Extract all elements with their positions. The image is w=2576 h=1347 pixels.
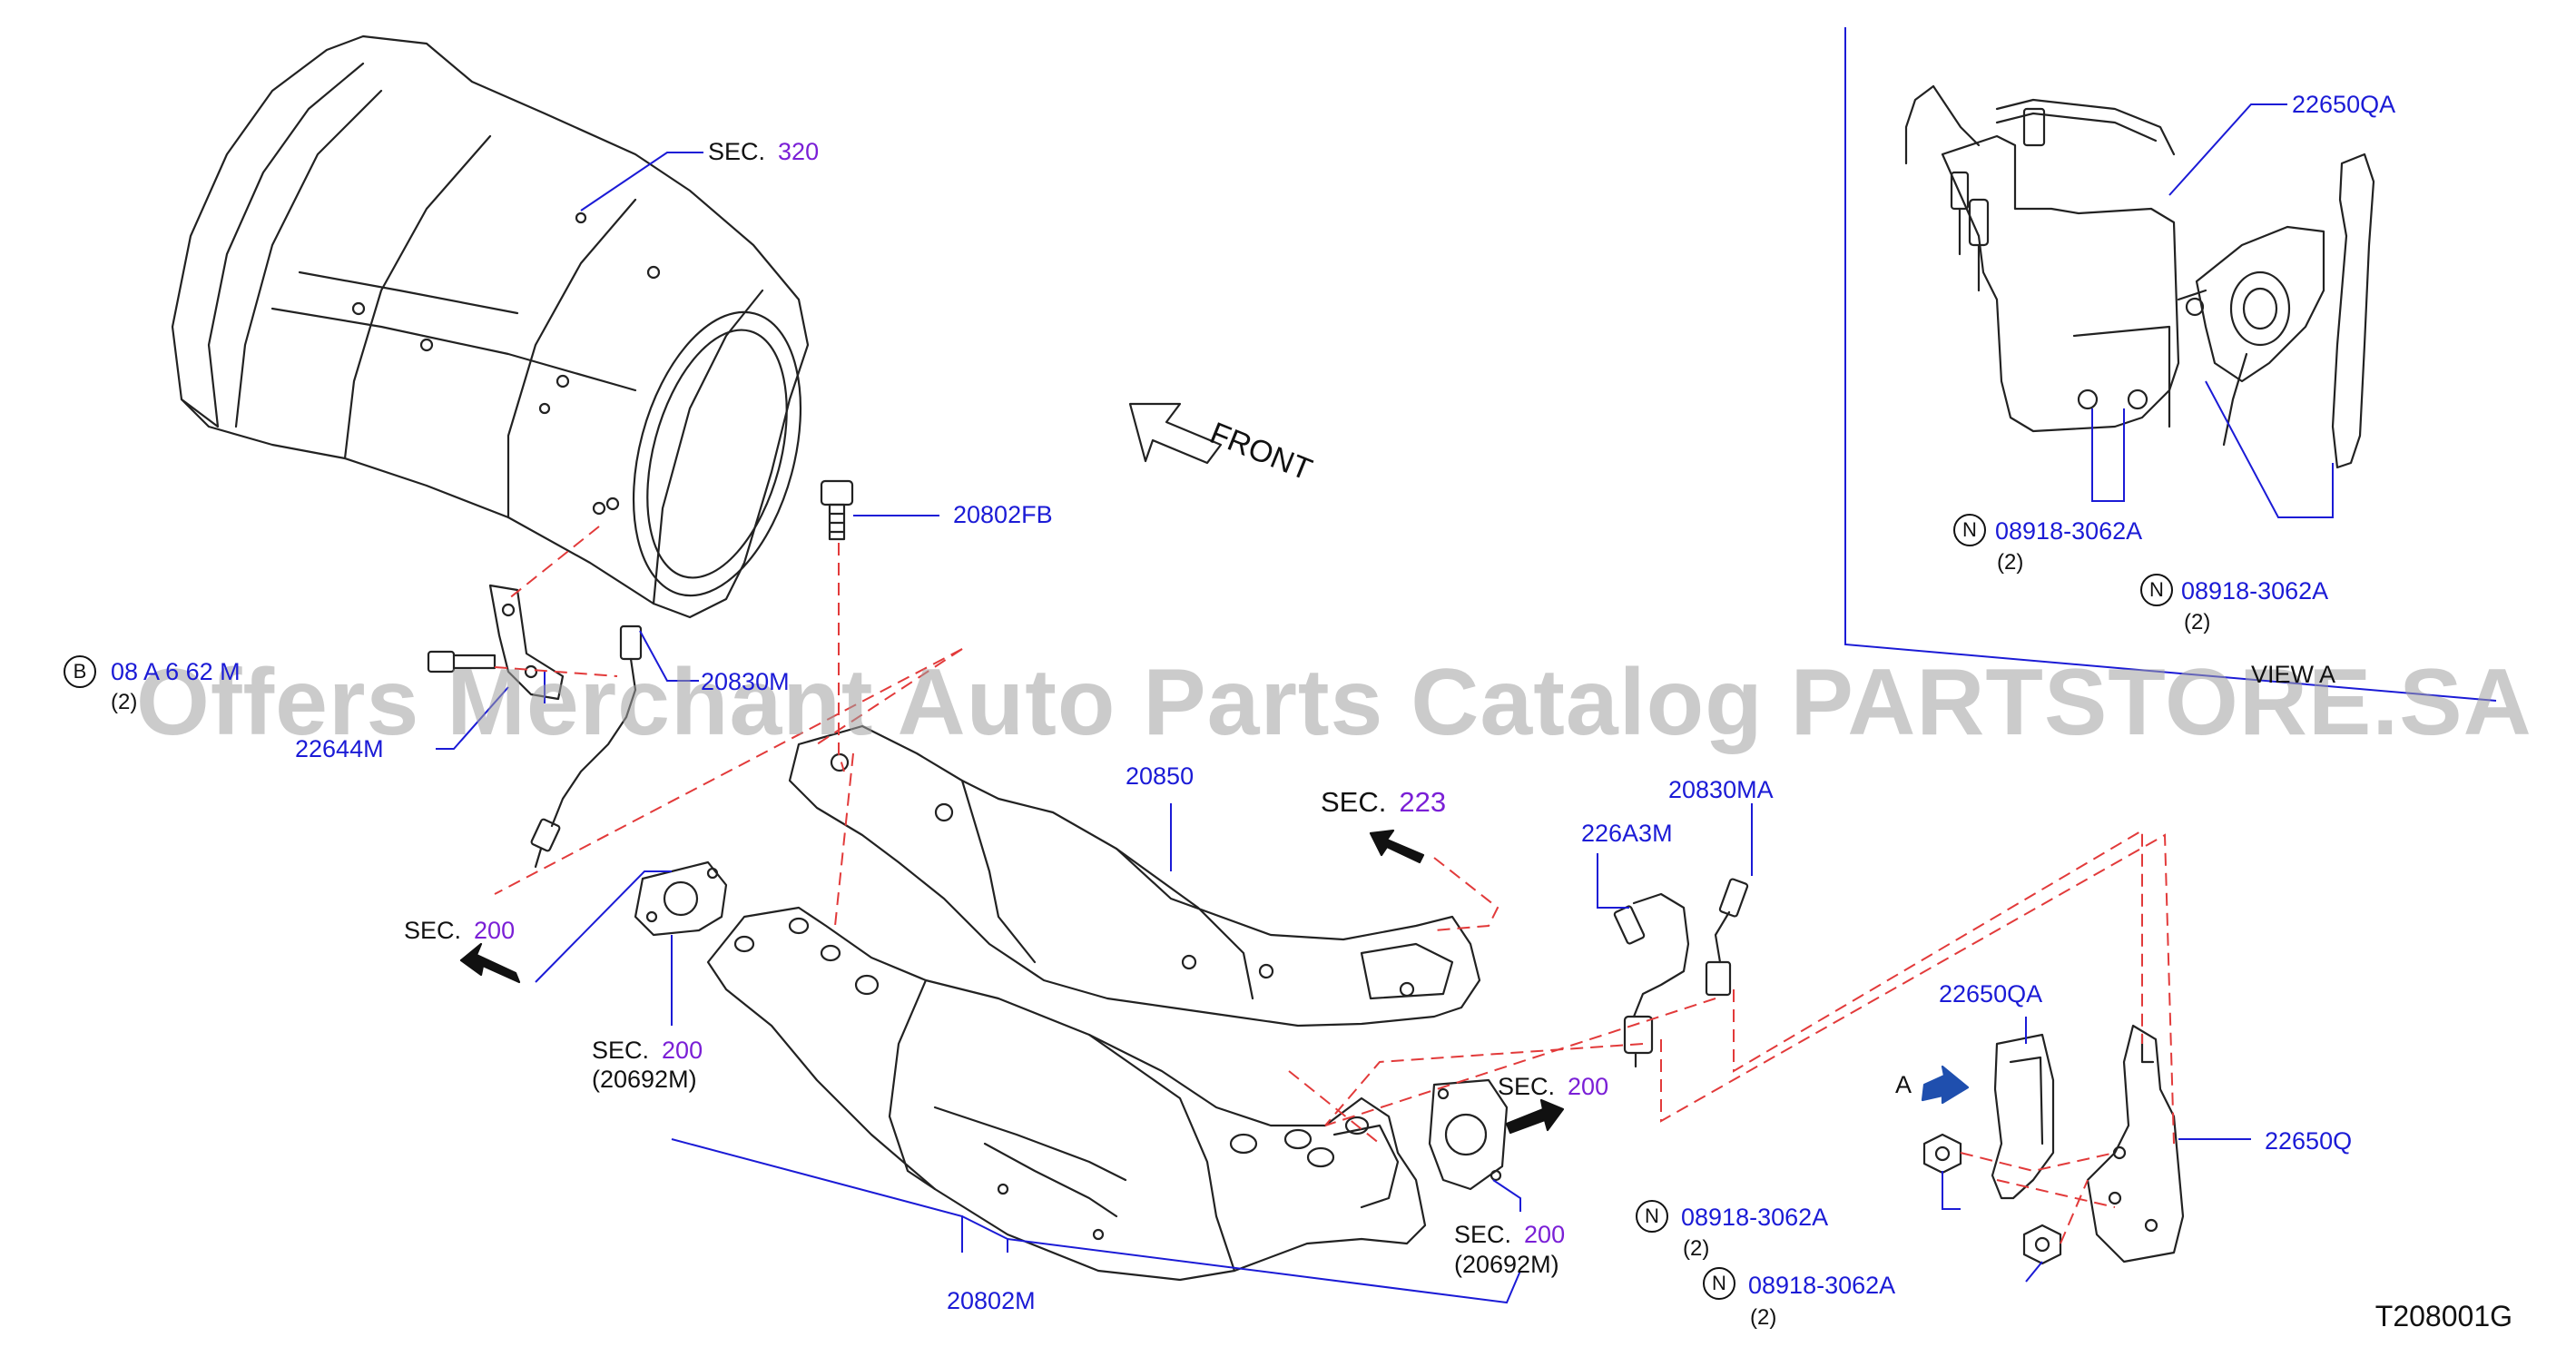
view-a-label: VIEW A [2251, 661, 2336, 688]
part-22644m-label[interactable]: 22644M [295, 735, 384, 762]
oxygen-sensor-20830m [530, 624, 643, 869]
n-circle-icon: N [2140, 574, 2173, 606]
view-a-arrow-label: A [1895, 1071, 1912, 1098]
sec-223-arrow [1369, 829, 1425, 864]
sec-223-label[interactable]: SEC. 223 [1321, 786, 1446, 819]
n-circle-icon: N [1636, 1200, 1668, 1233]
gasket-right [1428, 1078, 1509, 1191]
part-22650qa-bottom-label[interactable]: 22650QA [1939, 980, 2043, 1008]
bolt-20802fb [820, 479, 854, 541]
sec-number: 200 [662, 1037, 703, 1064]
sec-320-label[interactable]: SEC. 320 [708, 138, 819, 166]
part-b-bolt-label[interactable]: 08 A 6 62 M [111, 658, 241, 685]
sec-text: SEC. [404, 917, 462, 944]
part-20830m-label[interactable]: 20830M [701, 668, 790, 695]
sec-200-left-label[interactable]: SEC. 200 [404, 917, 515, 945]
sec-text: SEC. [1454, 1221, 1512, 1248]
gasket-left [634, 860, 728, 937]
part-08918-b1-label[interactable]: 08918-3062A [1681, 1204, 1829, 1231]
part-08918-b2-label[interactable]: 08918-3062A [1748, 1272, 1896, 1299]
qty-b1: (2) [1683, 1236, 1710, 1261]
sec-number: 200 [1568, 1073, 1609, 1100]
sec-200-right-label[interactable]: SEC. 200 [1498, 1073, 1608, 1101]
heat-insulator-20850 [788, 724, 1481, 1027]
part-20692m-low-label[interactable]: (20692M) [1454, 1251, 1559, 1278]
sensor-20830ma [1705, 878, 1749, 997]
part-08918-a1-label[interactable]: 08918-3062A [1995, 517, 2143, 545]
sec-number: 200 [1524, 1221, 1566, 1248]
sensor-226a3m [1613, 892, 1690, 1068]
assembly-guides [494, 526, 2175, 1244]
view-a-inset [1904, 84, 2375, 469]
sec-number: 320 [778, 138, 820, 165]
n-circle-icon: N [1953, 514, 1986, 546]
part-20802m-label[interactable]: 20802M [947, 1287, 1036, 1314]
sec-text: SEC. [592, 1037, 650, 1064]
n-circle-icon: N [1703, 1267, 1735, 1300]
sec-number: 223 [1399, 786, 1447, 818]
b-circle-icon: B [64, 655, 96, 688]
bracket-22644m [427, 584, 565, 701]
watermark: Offers Merchant Auto Parts Catalog PARTS… [136, 650, 2532, 755]
sec-200-left-arrow [459, 942, 521, 984]
part-20692m-mid-label[interactable]: (20692M) [592, 1066, 697, 1093]
sec-text: SEC. [1498, 1073, 1556, 1100]
sec-200-mid-label[interactable]: SEC. 200 [592, 1037, 703, 1065]
part-22650qa-top-label[interactable]: 22650QA [2292, 91, 2396, 118]
part-226a3m-label[interactable]: 226A3M [1581, 820, 1673, 847]
part-20802fb-label[interactable]: 20802FB [953, 501, 1053, 528]
sec-number: 200 [474, 917, 516, 944]
transmission-housing [171, 34, 810, 619]
bracket-22650qa [1991, 1033, 2055, 1200]
catalytic-converter-20802m [706, 906, 1427, 1282]
front-arrow-outline [1128, 402, 1223, 465]
sec-text: SEC. [708, 138, 766, 165]
part-20850-label[interactable]: 20850 [1126, 762, 1195, 790]
leader-lines [436, 27, 2497, 1304]
bracket-22650q [2086, 1024, 2185, 1263]
sec-text: SEC. [1321, 786, 1387, 818]
qty-a2: (2) [2184, 610, 2211, 634]
qty-b-bolt: (2) [111, 690, 138, 714]
nut-upper [1922, 1133, 1962, 1175]
qty-a1: (2) [1997, 550, 2024, 575]
part-22650q-label[interactable]: 22650Q [2265, 1127, 2353, 1155]
view-a-arrow [1921, 1065, 1970, 1105]
part-08918-a2-label[interactable]: 08918-3062A [2181, 577, 2329, 605]
nut-lower [2022, 1224, 2062, 1265]
sec-200-low-label[interactable]: SEC. 200 [1454, 1221, 1565, 1249]
drawing-code: T208001G [2374, 1300, 2512, 1332]
sec-200-right-arrow [1505, 1098, 1565, 1135]
qty-b2: (2) [1750, 1305, 1777, 1330]
part-20830ma-label[interactable]: 20830MA [1668, 776, 1774, 803]
